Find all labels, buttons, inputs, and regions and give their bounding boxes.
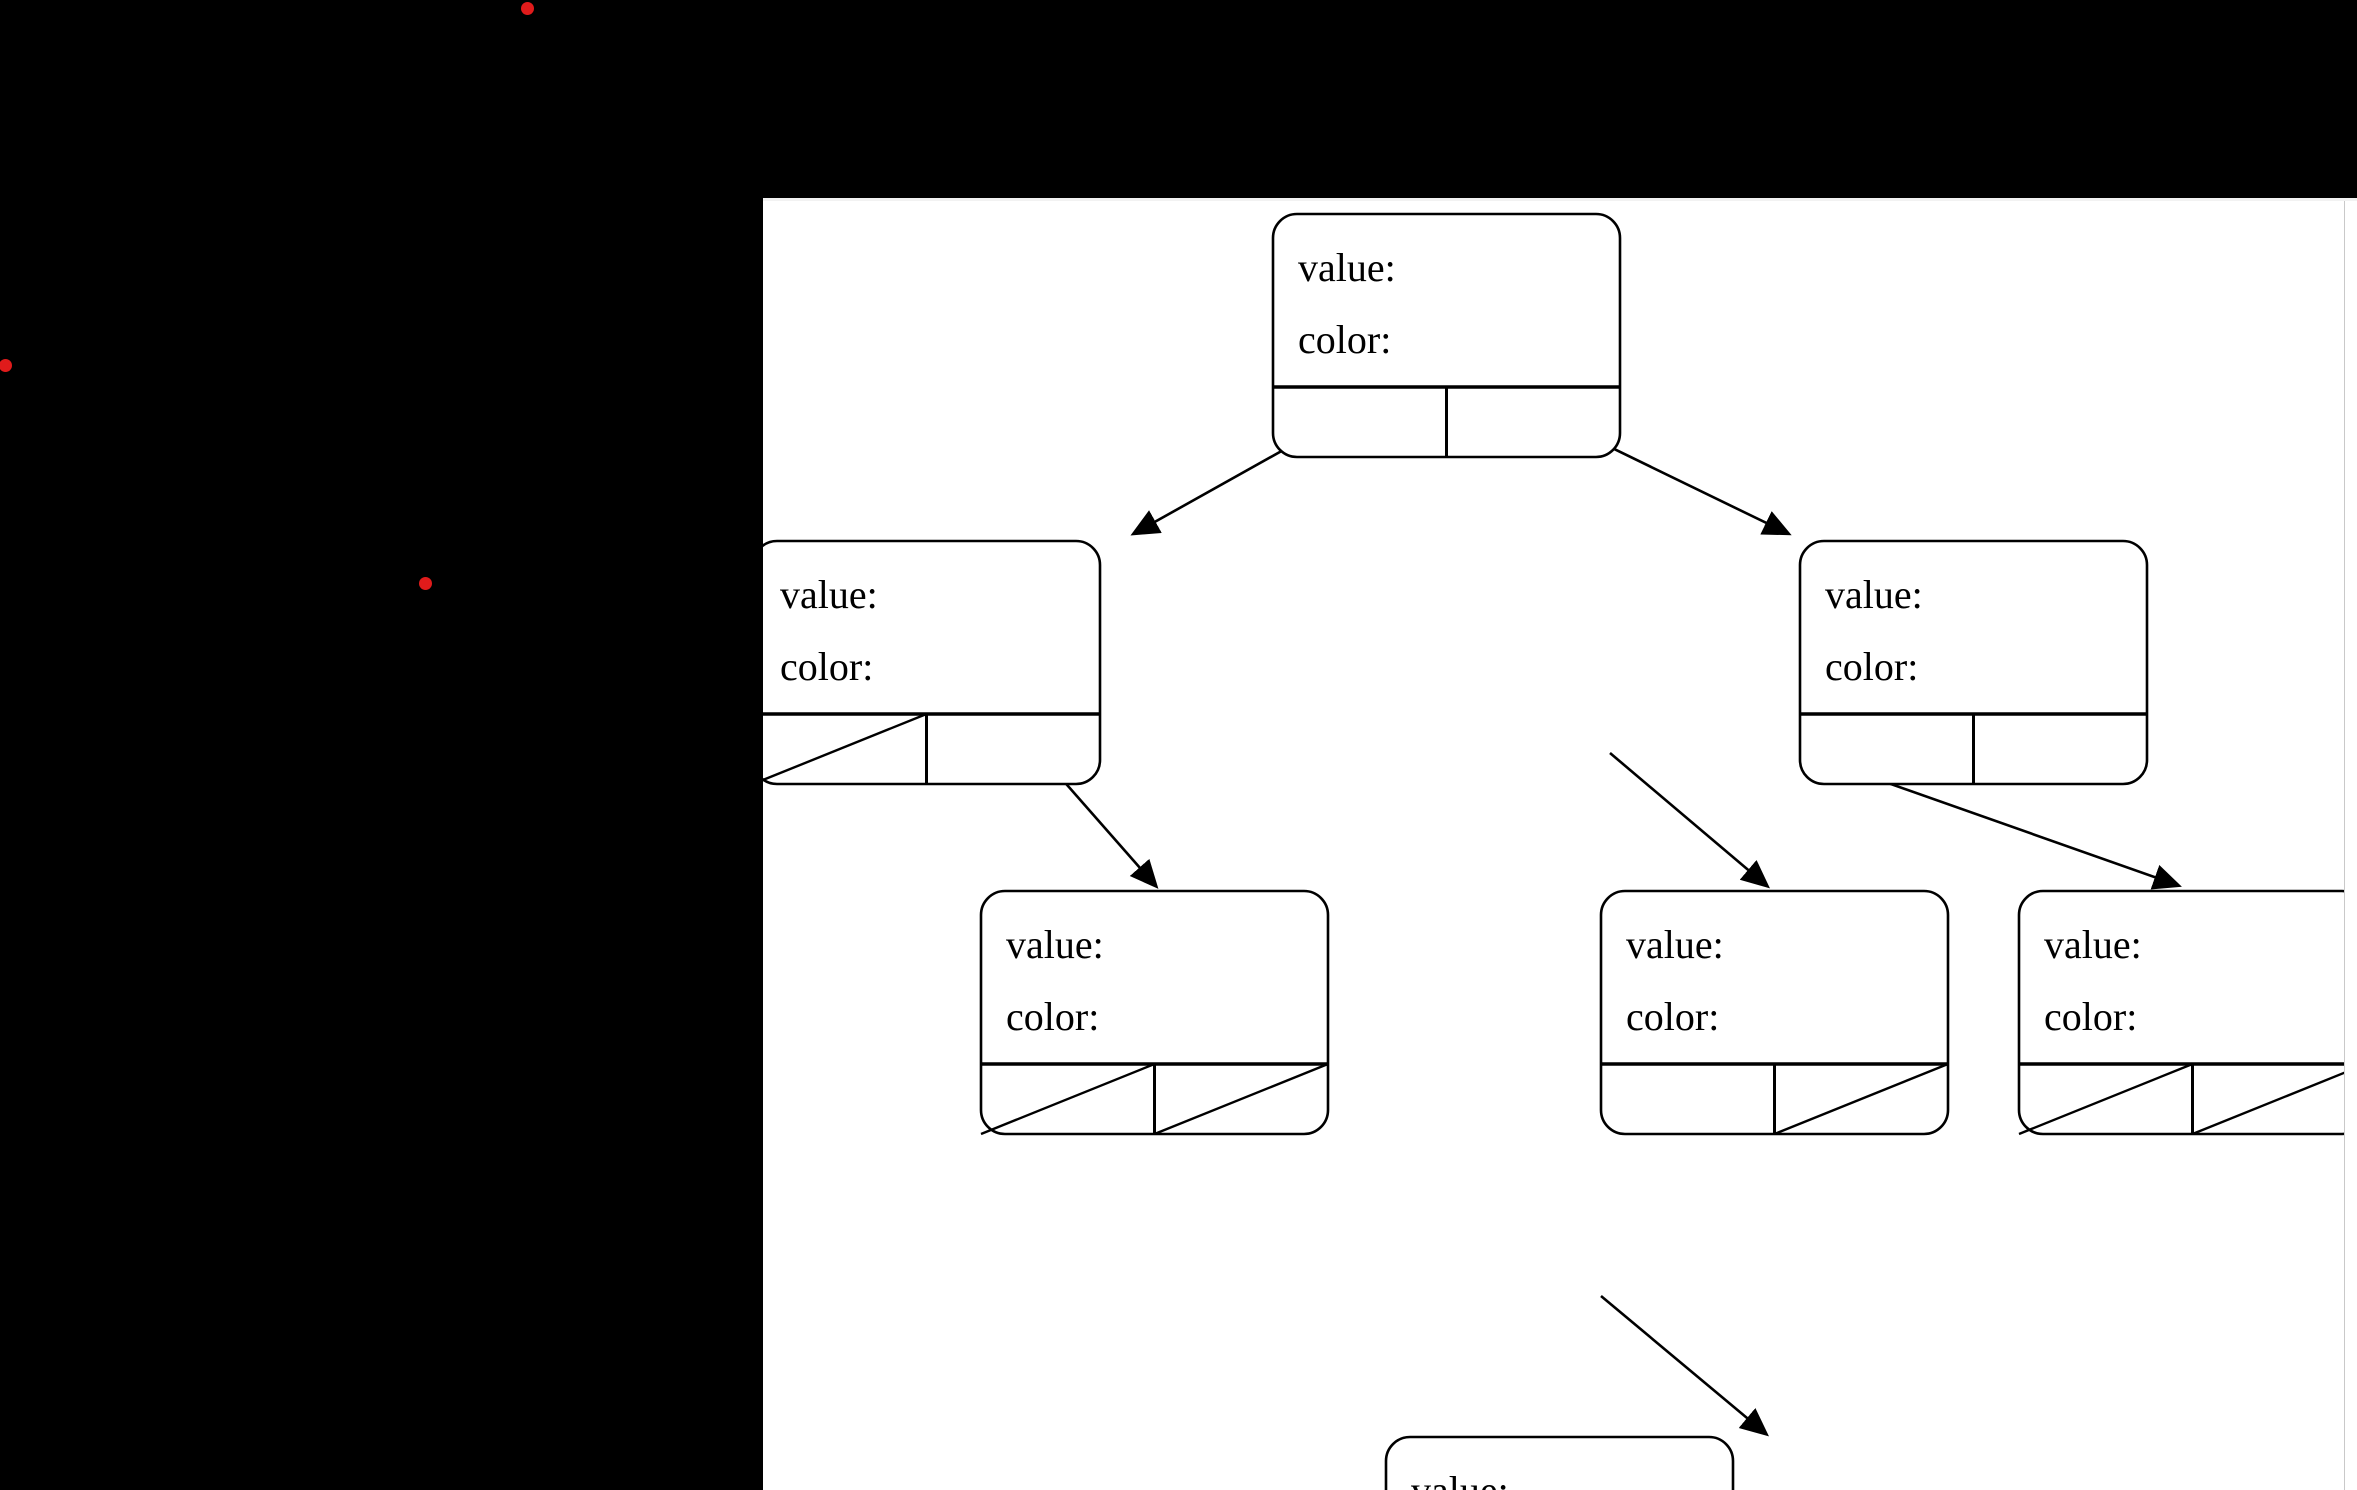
node-root-value-label: value: — [1298, 245, 1396, 290]
node-left-child-right-left-null-slash — [980, 1062, 1155, 1136]
node-right-child-right-right-null-slash — [2192, 1066, 2357, 1136]
tree-node-right-child-left[interactable]: value: color: — [1599, 889, 1950, 1136]
vertical-scrollbar[interactable] — [2344, 201, 2357, 1490]
diagram-canvas: value: color: value: color: — [763, 201, 2357, 1490]
node-right-child-color-label: color: — [1825, 644, 1918, 689]
tree-node-deepest[interactable]: value: color: — [1384, 1435, 1735, 1490]
edge-right-child-left-to-node — [1609, 752, 1770, 889]
node-deepest-value-label: value: — [1411, 1468, 1509, 1490]
node-right-child-value-label: value: — [1825, 572, 1923, 617]
node-left-child-color-label: color: — [780, 644, 873, 689]
edge-node-left-to-deepest — [1600, 1295, 1769, 1437]
node-right-child-right-color-label: color: — [2044, 994, 2137, 1039]
tree-node-right-child[interactable]: value: color: — [1798, 539, 2149, 786]
node-box-deepest[interactable] — [1384, 1435, 1735, 1490]
node-right-child-left-color-label: color: — [1626, 994, 1719, 1039]
tree-node-left-child[interactable]: value: color: — [763, 539, 1102, 786]
node-right-child-left-right-null-slash — [1774, 1062, 1949, 1136]
node-left-child-right-color-label: color: — [1006, 994, 1099, 1039]
node-left-child-right-value-label: value: — [1006, 922, 1104, 967]
tree-node-left-child-right[interactable]: value: color: — [979, 889, 1330, 1136]
diagram-canvas-panel[interactable]: value: color: value: color: — [763, 198, 2357, 1490]
marker-dot-left — [0, 359, 12, 372]
marker-dot-middle — [419, 577, 432, 590]
tree-node-right-child-right[interactable]: value: color: — [2017, 889, 2357, 1136]
marker-dot-top — [521, 2, 534, 15]
node-right-child-left-value-label: value: — [1626, 922, 1724, 967]
node-left-child-right-right-null-slash — [1154, 1062, 1329, 1136]
binary-tree-diagram: value: color: value: color: — [763, 212, 2357, 1490]
node-right-child-right-value-label: value: — [2044, 922, 2142, 967]
node-right-child-right-left-null-slash — [2018, 1062, 2193, 1136]
node-left-child-value-label: value: — [780, 572, 878, 617]
tree-node-root[interactable]: value: color: — [1271, 212, 1622, 459]
node-left-child-left-null-slash — [763, 712, 927, 782]
node-root-color-label: color: — [1298, 317, 1391, 362]
